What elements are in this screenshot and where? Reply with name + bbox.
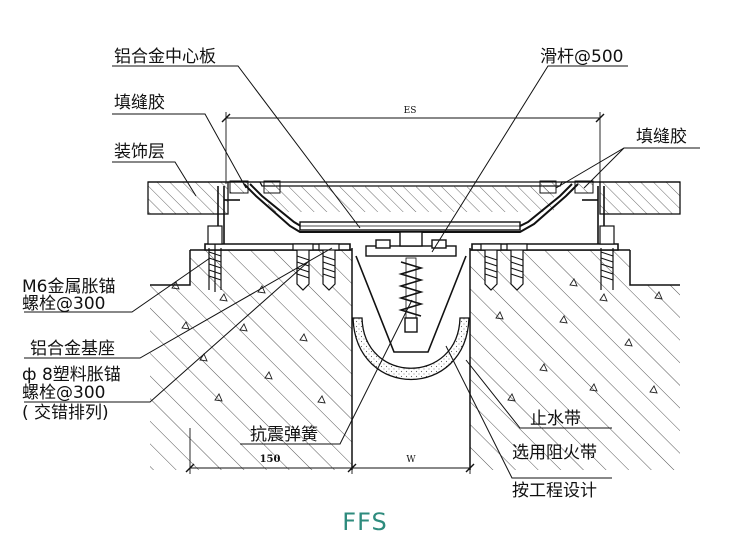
caption: FFS [342,508,387,536]
aluminum-base [204,186,619,251]
label-plastic-anchor-line1: ф 8塑料胀锚 [22,365,121,385]
dimension-bottom [185,428,475,474]
label-base: 铝合金基座 [30,339,115,359]
label-waterstop: 止水带 [530,409,581,429]
dim-150-label: 150 [260,454,281,465]
aggregate-marks [171,278,663,404]
label-anchor-bolt-line1: M6金属胀锚 [22,277,115,297]
label-filler-right: 填缝胶 [636,127,687,147]
finish-layer [147,181,681,215]
label-plastic-anchor-line2: 螺栓@300 [22,383,105,403]
label-anchor-bolt-line2: 螺栓@300 [22,294,105,314]
label-filler-left: 填缝胶 [114,93,165,113]
label-finish-layer: 装饰层 [114,142,165,162]
dim-w-label: W [406,455,416,465]
label-center-plate: 铝合金中心板 [114,47,216,67]
label-fire-barrier-line2: 按工程设计 [512,481,597,501]
dim-es-label: ES [404,106,417,116]
center-plate [243,183,579,233]
label-fire-barrier-line1: 选用阻火带 [512,443,597,463]
anchor-bolts [207,225,615,292]
label-slide-bar: 滑杆@500 [540,47,623,67]
slide-bar-and-spring [355,231,467,353]
label-plastic-anchor-line3: ( 交错排列) [22,403,109,423]
dimension-es [221,112,605,184]
leader-lines [24,65,700,479]
label-spring: 抗震弹簧 [250,425,318,445]
water-stop [352,317,470,380]
